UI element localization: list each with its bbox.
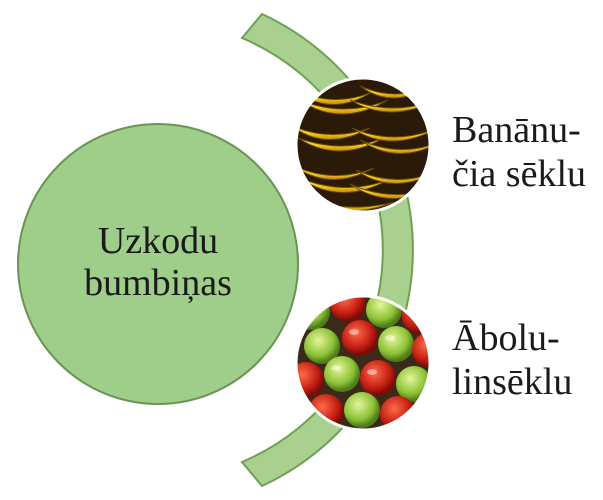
center-label-line1: Uzkodu xyxy=(97,220,219,262)
item-label-apples: Ābolu- linsēklu xyxy=(452,316,572,404)
item-label-bananas-line1: Banānu- xyxy=(452,109,581,151)
item-label-bananas: Banānu- čia sēklu xyxy=(452,108,586,196)
bananas-photo-icon xyxy=(296,78,430,212)
center-circle xyxy=(17,123,299,405)
center-label-line2: bumbiņas xyxy=(84,262,232,304)
center-label: Uzkodu bumbiņas xyxy=(38,220,278,304)
item-label-apples-line2: linsēklu xyxy=(452,361,573,403)
item-label-apples-line1: Ābolu- xyxy=(452,317,560,359)
item-label-bananas-line2: čia sēklu xyxy=(452,153,587,195)
